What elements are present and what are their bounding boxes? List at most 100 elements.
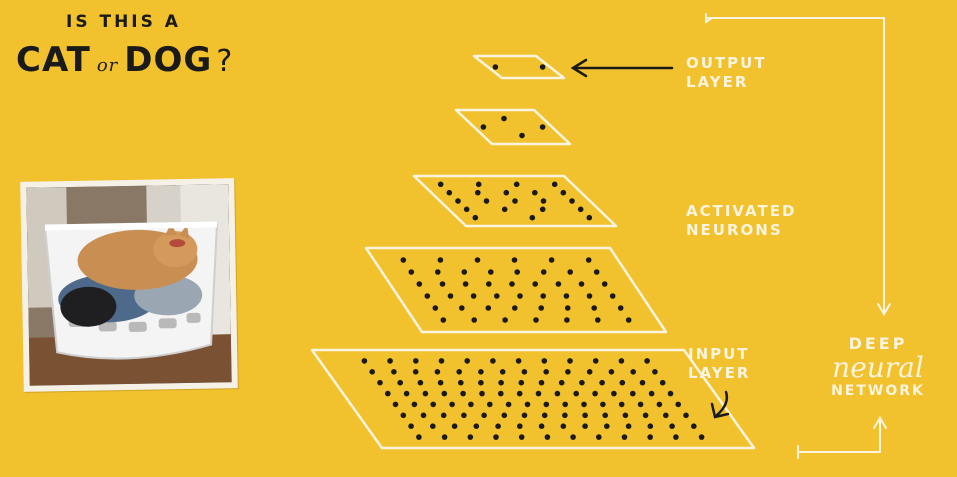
layer-hidden-0 xyxy=(364,246,668,334)
neuron-dot xyxy=(599,379,605,386)
neuron-dot xyxy=(487,401,493,408)
neuron-dot xyxy=(565,369,571,375)
neuron-dot xyxy=(511,257,518,263)
neuron-dot xyxy=(499,369,506,375)
neuron-dot xyxy=(447,293,454,299)
network-bracket xyxy=(705,13,891,459)
neuron-dot xyxy=(683,412,689,419)
layer-hidden-1 xyxy=(412,174,618,228)
neuron-dot xyxy=(637,401,644,408)
neuron-dot xyxy=(669,423,675,430)
neuron-dot xyxy=(555,281,562,287)
neuron-dot xyxy=(408,423,414,430)
neuron-dot xyxy=(532,189,538,196)
neuron-dot xyxy=(532,281,538,287)
neuron-dot xyxy=(420,412,427,419)
neuron-dot xyxy=(663,412,669,419)
neuron-dot xyxy=(509,281,515,287)
neuron-dot xyxy=(387,358,393,364)
neuron-dot xyxy=(460,390,466,397)
neuron-dot xyxy=(541,412,548,419)
neuron-dot xyxy=(618,358,625,364)
neuron-dot xyxy=(604,423,610,430)
neuron-dot xyxy=(608,369,615,375)
neuron-dot xyxy=(659,379,666,386)
neuron-dot xyxy=(564,305,571,311)
neuron-dot xyxy=(543,369,549,375)
neuron-dot xyxy=(622,412,629,419)
neuron-dot xyxy=(596,434,602,440)
layers-group xyxy=(310,54,756,450)
neuron-dot xyxy=(593,269,600,275)
neuron-dot xyxy=(602,412,608,419)
neuron-dot xyxy=(430,423,436,430)
neuron-dot xyxy=(600,401,606,408)
neuron-dot xyxy=(586,293,593,299)
neuron-dot xyxy=(385,390,391,397)
neuron-dot xyxy=(392,401,399,408)
neuron-dot xyxy=(521,369,528,375)
network-word: NETWORK xyxy=(831,383,925,399)
neuron-dot xyxy=(512,198,518,204)
neuron-dot xyxy=(570,434,576,440)
neuron-dot xyxy=(446,189,453,196)
neuron-dot xyxy=(538,379,545,386)
neuron-dot xyxy=(475,189,481,196)
neuron-dot xyxy=(377,379,383,386)
neuron-dot xyxy=(513,181,520,188)
neuron-dot xyxy=(470,293,477,299)
neuron-dot xyxy=(464,358,471,364)
neuron-dot xyxy=(548,257,555,263)
neuron-dot xyxy=(592,358,599,364)
neuron-dot xyxy=(481,412,487,419)
neuron-dot xyxy=(551,181,558,188)
neuron-dot xyxy=(639,379,646,386)
neuron-dot xyxy=(601,281,608,287)
neuron-dot xyxy=(486,281,492,287)
neuron-dot xyxy=(459,305,465,311)
neuron-dot xyxy=(440,317,447,323)
neuron-dot xyxy=(434,369,441,375)
neuron-dot xyxy=(474,257,481,263)
neuron-dot xyxy=(461,269,468,275)
neuron-dot xyxy=(400,257,407,263)
neuron-dot xyxy=(451,423,458,430)
neuron-dot xyxy=(625,423,632,430)
neuron-dot xyxy=(675,401,681,408)
neuron-dot xyxy=(544,434,551,440)
neuron-dot xyxy=(501,206,508,213)
neuron-dot xyxy=(439,281,446,287)
neuron-dot xyxy=(517,293,523,299)
neuron-dot xyxy=(579,379,585,386)
neuron-dot xyxy=(515,358,522,364)
neuron-dot xyxy=(432,305,439,311)
neuron-dot xyxy=(441,390,448,397)
neuron-dot xyxy=(417,379,424,386)
neuron-dot xyxy=(618,401,625,408)
neuron-dot xyxy=(582,423,588,430)
neuron-dot xyxy=(577,206,584,213)
neuron-dot xyxy=(424,293,431,299)
neuron-dot xyxy=(524,401,531,408)
neuron-dot xyxy=(492,64,499,70)
neuron-dot xyxy=(564,317,570,323)
neuron-dot xyxy=(691,423,697,430)
neuron-dot xyxy=(563,293,570,299)
neuron-dot xyxy=(467,434,474,440)
neuron-dot xyxy=(437,379,444,386)
neuron-dot xyxy=(430,401,437,408)
neuron-dot xyxy=(479,390,485,397)
neuron-dot xyxy=(560,189,567,196)
neuron-dot xyxy=(541,358,548,364)
neuron-dot xyxy=(502,317,508,323)
neuron-dot xyxy=(449,401,455,408)
neuron-dot xyxy=(403,390,410,397)
neuron-dot xyxy=(560,423,567,430)
neuron-dot xyxy=(592,390,598,397)
neuron-dot xyxy=(673,434,679,440)
neuron-dot xyxy=(581,401,587,408)
neuron-dot xyxy=(529,214,536,221)
neuron-dot xyxy=(539,124,546,130)
neuron-dot xyxy=(567,269,573,275)
